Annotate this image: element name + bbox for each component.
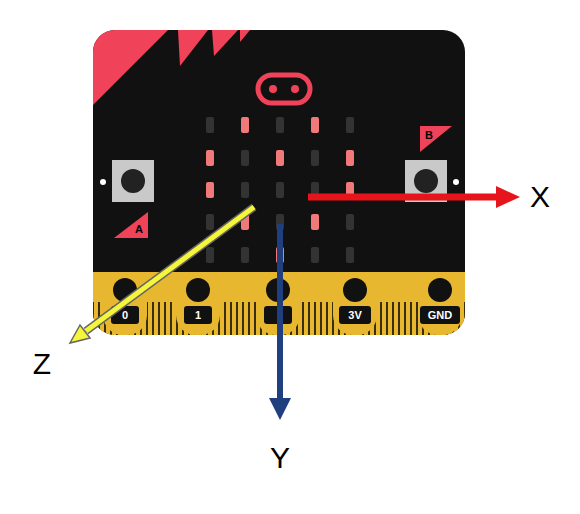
button-label: B [425,130,433,141]
led-on [241,117,249,133]
corner-graphic [240,30,250,42]
led-on [311,214,319,230]
pin-pad [176,272,220,335]
z-axis-outline [86,207,254,331]
mount-dot [100,179,106,185]
x-axis-arrow [308,194,500,201]
led-off [346,214,354,230]
pin-tag [420,306,460,324]
led-off [241,150,249,166]
pin-name: GND [428,310,452,321]
pin-hole [186,278,210,302]
corner-graphic [178,30,208,66]
button-cap [414,169,438,193]
mount-dot [453,179,459,185]
button-cap [121,169,145,193]
pin-name: 3V [348,310,361,321]
led-off [276,182,284,198]
pin-hole [428,278,452,302]
led-on [276,150,284,166]
logo [258,75,310,103]
led-off [346,117,354,133]
corner-graphic [93,30,178,118]
x-axis-head [496,186,520,208]
led-off [206,117,214,133]
axis-label: X [530,182,550,212]
led-off [346,247,354,263]
pin-pad [418,272,462,335]
logo-dot [269,85,277,93]
axis-label: Y [270,443,290,473]
pin-pad [333,272,377,335]
pin-name: 0 [122,310,128,321]
led-off [241,182,249,198]
button-a [112,160,154,202]
led-on [206,150,214,166]
y-axis-head [269,398,291,420]
button-label: A [135,224,143,235]
led-off [241,247,249,263]
led-off [311,150,319,166]
pin-tag [339,306,371,324]
button-tag [114,212,148,238]
z-axis-arrow [86,207,254,331]
button-tag [420,126,452,152]
z-axis-head [70,325,90,343]
logo-dot [291,85,299,93]
led-off [206,214,214,230]
led-on [311,117,319,133]
led-on [206,182,214,198]
led-off [206,247,214,263]
led-off [311,247,319,263]
pin-name: 1 [195,310,201,321]
led-on [346,150,354,166]
pin-hole [343,278,367,302]
axis-label: Z [33,349,51,379]
led-off [276,117,284,133]
pin-tag [184,306,212,324]
corner-graphic [212,30,238,56]
y-axis-arrow [277,224,283,400]
